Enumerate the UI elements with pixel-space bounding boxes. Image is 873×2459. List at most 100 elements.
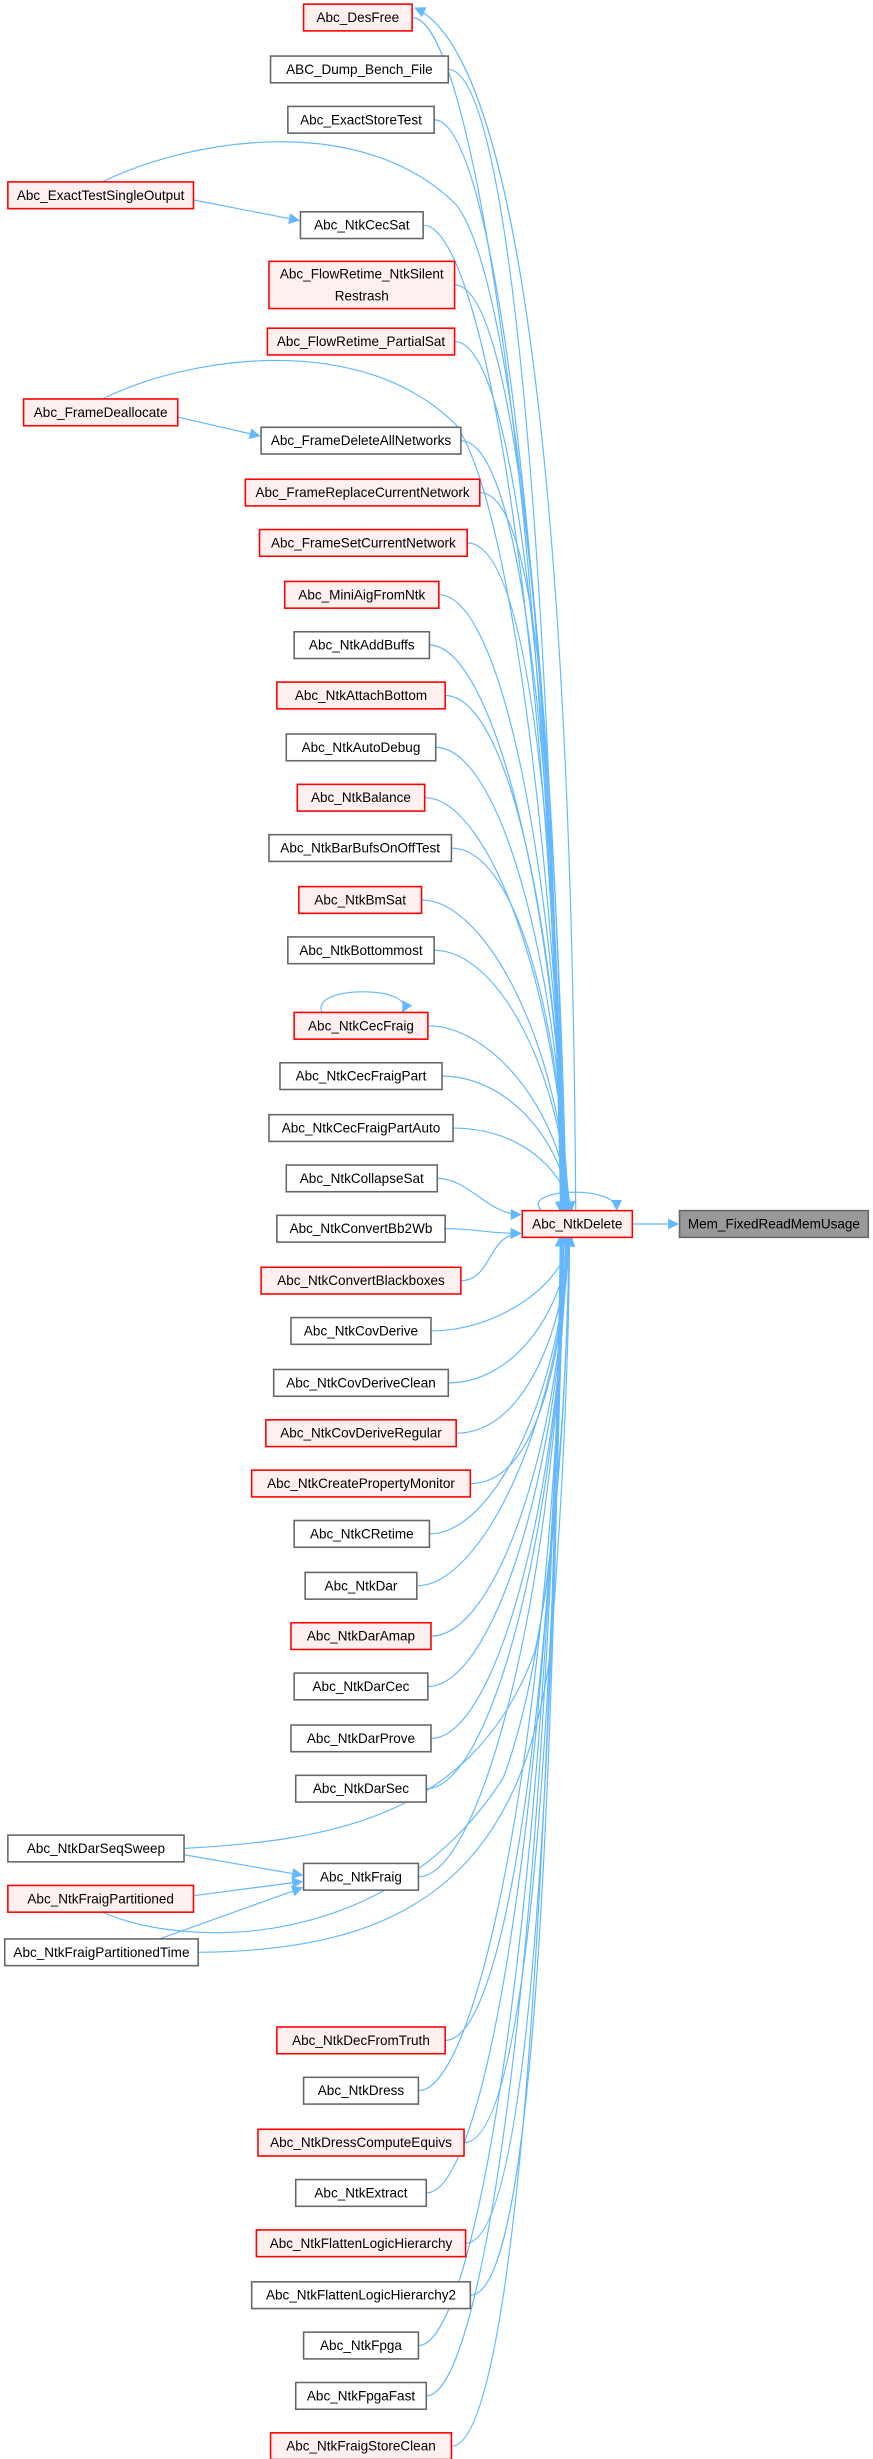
- node-abc-dump-bench-file[interactable]: ABC_Dump_Bench_File: [269, 55, 450, 84]
- node-box: [287, 105, 435, 134]
- node-label: Abc_NtkCecFraigPartAuto: [282, 1121, 441, 1136]
- node-label: Abc_NtkConvertBlackboxes: [277, 1273, 445, 1288]
- node-abc-framedeallocate[interactable]: Abc_FrameDeallocate: [22, 398, 179, 427]
- node-abc-ntkdarcec[interactable]: Abc_NtkDarCec: [293, 1672, 429, 1701]
- node-abc-ntkdelete[interactable]: Abc_NtkDelete: [521, 1209, 634, 1239]
- edge-abc-ntkdelete-to-abc-ntkdelete: [537, 1191, 623, 1212]
- node-label: Abc_NtkAttachBottom: [295, 688, 427, 703]
- node-box: [272, 1368, 450, 1398]
- edge-abc-ntkcollapsesat-to-abc-ntkdelete: [437, 1177, 522, 1221]
- node-box: [258, 528, 468, 558]
- node-box: [22, 398, 179, 427]
- node-label: Abc_NtkDarProve: [307, 1731, 415, 1746]
- node-abc-ntkflattenlogichierarchy[interactable]: Abc_NtkFlattenLogicHierarchy: [255, 2229, 467, 2258]
- node-label: Abc_NtkBalance: [311, 790, 411, 805]
- node-abc-framesetcurrentnetwork[interactable]: Abc_FrameSetCurrentNetwork: [258, 528, 468, 558]
- node-abc-framereplacecurrentnetwork[interactable]: Abc_FrameReplaceCurrentNetwork: [244, 478, 481, 507]
- node-label: Abc_FrameDeallocate: [34, 405, 168, 420]
- node-box: [290, 1316, 432, 1346]
- node-label: Abc_NtkCovDeriveClean: [286, 1375, 435, 1390]
- edge-abc-ntkcecfraig-to-abc-ntkcecfraig: [320, 991, 413, 1014]
- node-abc-ntkcollapsesat[interactable]: Abc_NtkCollapseSat: [285, 1164, 439, 1193]
- node-label: Abc_NtkCRetime: [310, 1526, 414, 1541]
- node-abc-ntkbarbufsonofftest[interactable]: Abc_NtkBarBufsOnOffTest: [268, 833, 453, 863]
- node-abc-ntkfraigpartitioned[interactable]: Abc_NtkFraigPartitioned: [7, 1884, 195, 1913]
- node-box: [293, 1011, 429, 1040]
- node-abc-ntkcovderiveregular[interactable]: Abc_NtkCovDeriveRegular: [265, 1419, 457, 1448]
- node-box: [302, 1862, 420, 1891]
- edge-abc-ntkconvertbb2wb-to-abc-ntkdelete: [445, 1227, 522, 1239]
- edge-abc-ntkbmsat-to-abc-ntkdelete: [421, 899, 575, 1213]
- node-label: Abc_NtkExtract: [314, 2185, 407, 2200]
- node-box: [250, 2281, 472, 2310]
- node-abc-ntkcecsat[interactable]: Abc_NtkCecSat: [299, 211, 424, 240]
- edge-abc-ntkfraigpartitioned-to-abc-ntkdelete: [100, 1235, 575, 1934]
- node-box: [294, 2381, 428, 2411]
- node-label: Abc_FlowRetime_PartialSat: [277, 334, 446, 349]
- node-box: [290, 1621, 432, 1651]
- node-box: [521, 1209, 634, 1239]
- edge-abc-ntkdelete-to-abc-desfree: [414, 7, 577, 1212]
- node-label: Abc_NtkConvertBb2Wb: [290, 1221, 433, 1236]
- node-abc-ntkextract[interactable]: Abc_NtkExtract: [294, 2178, 428, 2208]
- node-abc-ntkdar[interactable]: Abc_NtkDar: [304, 1571, 418, 1600]
- node-abc-ntkfraigpartitionedtime[interactable]: Abc_NtkFraigPartitionedTime: [3, 1938, 199, 1967]
- node-label: Abc_NtkDarCec: [313, 1679, 410, 1694]
- node-box: [7, 1834, 185, 1863]
- node-abc-ntkfpga[interactable]: Abc_NtkFpga: [302, 2331, 420, 2360]
- node-abc-ntkdresscomputeequivs[interactable]: Abc_NtkDressComputeEquivs: [257, 2128, 465, 2157]
- node-abc-ntkbottommost[interactable]: Abc_NtkBottommost: [287, 936, 435, 965]
- node-label: Abc_NtkBottommost: [299, 943, 422, 958]
- node-abc-ntkconvertbb2wb[interactable]: Abc_NtkConvertBb2Wb: [276, 1214, 446, 1243]
- node-abc-ntkdarsec[interactable]: Abc_NtkDarSec: [294, 1774, 428, 1803]
- node-abc-miniaigfromntk[interactable]: Abc_MiniAigFromNtk: [283, 580, 440, 609]
- node-abc-ntkcecfraigpart[interactable]: Abc_NtkCecFraigPart: [279, 1061, 443, 1091]
- node-abc-ntkbmsat[interactable]: Abc_NtkBmSat: [298, 885, 423, 915]
- edge-abc-ntkdarsec-to-abc-ntkdelete: [426, 1235, 573, 1790]
- node-label: Abc_NtkAutoDebug: [302, 740, 421, 755]
- node-abc-desfree[interactable]: Abc_DesFree: [302, 3, 413, 32]
- nodes-layer: Abc_DesFreeABC_Dump_Bench_FileAbc_ExactS…: [3, 3, 870, 2459]
- node-label: Abc_NtkDar: [325, 1578, 398, 1593]
- node-label: Abc_FrameDeleteAllNetworks: [271, 433, 452, 448]
- node-label: Abc_NtkFraig: [320, 1869, 402, 1884]
- node-label: Abc_FrameSetCurrentNetwork: [271, 535, 456, 550]
- node-abc-ntkconvertblackboxes[interactable]: Abc_NtkConvertBlackboxes: [260, 1266, 462, 1295]
- node-abc-ntkautodebug[interactable]: Abc_NtkAutoDebug: [285, 733, 437, 762]
- node-label: Abc_ExactStoreTest: [300, 112, 422, 127]
- node-abc-ntkfpgafast[interactable]: Abc_NtkFpgaFast: [294, 2381, 428, 2411]
- node-label: Abc_NtkBarBufsOnOffTest: [280, 841, 440, 856]
- edge-abc-ntkbottommost-to-abc-ntkdelete: [434, 949, 575, 1213]
- node-abc-ntkdecfromtruth[interactable]: Abc_NtkDecFromTruth: [276, 2026, 446, 2055]
- node-box: [244, 478, 481, 507]
- node-mem-fixedreadmemusage[interactable]: Mem_FixedReadMemUsage: [678, 1209, 870, 1239]
- node-abc-exacttestsingleoutput[interactable]: Abc_ExactTestSingleOutput: [7, 181, 195, 210]
- node-abc-ntkcecfraigpartauto[interactable]: Abc_NtkCecFraigPartAuto: [268, 1113, 454, 1143]
- node-abc-ntkdarprove[interactable]: Abc_NtkDarProve: [290, 1724, 432, 1753]
- node-abc-ntkbalance[interactable]: Abc_NtkBalance: [296, 783, 426, 812]
- node-abc-exactstoretest[interactable]: Abc_ExactStoreTest: [287, 105, 435, 134]
- node-abc-ntkcretime[interactable]: Abc_NtkCRetime: [293, 1519, 431, 1549]
- node-abc-ntkcovderive[interactable]: Abc_NtkCovDerive: [290, 1316, 432, 1346]
- node-abc-ntkcreatepropertymonitor[interactable]: Abc_NtkCreatePropertyMonitor: [250, 1469, 472, 1498]
- node-box: [260, 426, 462, 455]
- node-abc-ntkcecfraig[interactable]: Abc_NtkCecFraig: [293, 1011, 429, 1040]
- node-box: [250, 1469, 472, 1498]
- node-label: Abc_NtkFraigPartitionedTime: [13, 1945, 189, 1960]
- node-abc-ntkattachbottom[interactable]: Abc_NtkAttachBottom: [276, 681, 446, 710]
- edge-abc-framedeallocate-to-abc-ntkdelete: [100, 359, 572, 1213]
- node-box: [296, 783, 426, 812]
- node-abc-ntkfraig[interactable]: Abc_NtkFraig: [302, 1862, 420, 1891]
- node-abc-ntkcovderiveclean[interactable]: Abc_NtkCovDeriveClean: [272, 1368, 450, 1398]
- node-abc-ntkdress[interactable]: Abc_NtkDress: [302, 2076, 420, 2105]
- node-abc-ntkdarseqsweep[interactable]: Abc_NtkDarSeqSweep: [7, 1834, 185, 1863]
- node-abc-ntkfraigstoreclean[interactable]: Abc_NtkFraigStoreClean: [269, 2432, 453, 2459]
- node-abc-ntkdaramap[interactable]: Abc_NtkDarAmap: [290, 1621, 432, 1651]
- node-abc-framedeleteallnetworks[interactable]: Abc_FrameDeleteAllNetworks: [260, 426, 462, 455]
- node-abc-ntkflattenlogichierarchy2[interactable]: Abc_NtkFlattenLogicHierarchy2: [250, 2281, 472, 2310]
- node-abc-ntkaddbuffs[interactable]: Abc_NtkAddBuffs: [293, 630, 431, 660]
- edge-abc-ntkfraigpartitionedtime-to-abc-ntkfraig: [157, 1885, 304, 1941]
- node-abc-flowretime-partialsat[interactable]: Abc_FlowRetime_PartialSat: [266, 327, 456, 356]
